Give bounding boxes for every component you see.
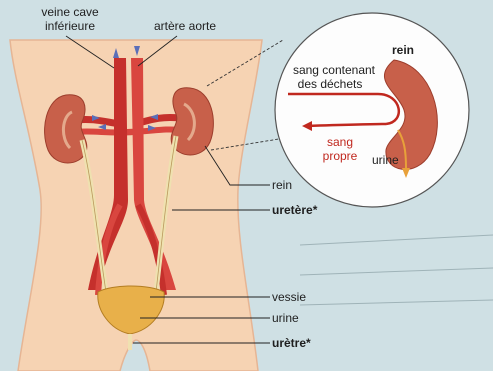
label-uretere: uretère* bbox=[272, 203, 318, 217]
label-rein: rein bbox=[272, 178, 292, 192]
inset-label-urine: urine bbox=[372, 153, 399, 167]
left-kidney bbox=[45, 95, 87, 163]
label-urine: urine bbox=[272, 311, 299, 325]
kidney-inset bbox=[275, 13, 469, 207]
inset-label-sang-contenant-2: des déchets bbox=[298, 77, 363, 91]
label-uretre: urètre* bbox=[272, 336, 311, 350]
inset-label-sang-contenant-1: sang contenant bbox=[293, 63, 376, 77]
label-veine-cave-line1: veine cave bbox=[41, 5, 99, 19]
label-veine-cave-line2: inférieure bbox=[45, 19, 95, 33]
inset-label-sang-propre-1: sang bbox=[327, 135, 353, 149]
right-kidney bbox=[171, 88, 213, 155]
label-vessie: vessie bbox=[272, 290, 306, 304]
inset-label-sang-propre-2: propre bbox=[323, 149, 358, 163]
label-artere-aorte: artère aorte bbox=[154, 19, 216, 33]
inset-label-rein: rein bbox=[392, 43, 414, 57]
